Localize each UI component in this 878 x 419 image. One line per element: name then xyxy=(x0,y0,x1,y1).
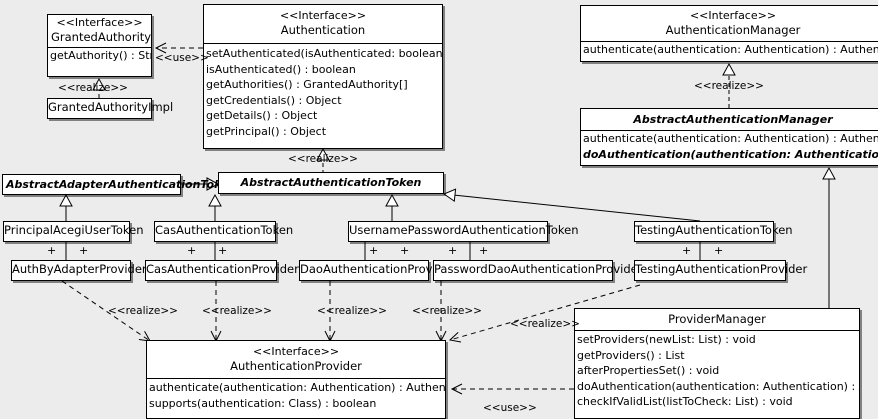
class-header: <<Interface>> Authentication xyxy=(204,5,442,44)
stereotype-label: <<Interface>> xyxy=(252,345,340,358)
edge-label-use-provider-manager: <<use>> xyxy=(483,402,537,414)
association-multiplicity: + xyxy=(400,244,410,257)
class-name-label: CasAuthenticationToken xyxy=(155,223,294,237)
class-name-label: AbstractAdapterAuthenticationToken xyxy=(6,178,237,191)
edge-label-realize-abstract-authentication-token: <<realize>> xyxy=(288,153,358,165)
association-multiplicity: + xyxy=(479,244,489,257)
class-name-label: AbstractAuthenticationToken xyxy=(240,176,422,189)
stereotype-label: <<Interface>> xyxy=(56,16,143,29)
class-principal-acegi-user-token[interactable]: PrincipalAcegiUserToken xyxy=(3,221,144,242)
operation-row: getAuthority() : String xyxy=(50,49,151,62)
class-testing-authentication-provider[interactable]: TestingAuthenticationProvider xyxy=(634,260,808,281)
operation-row: setProviders(newList: List) : void xyxy=(577,333,756,346)
stereotype-label: <<Interface>> xyxy=(279,9,367,22)
operations-compartment: setProviders(newList: List) : void getPr… xyxy=(575,331,859,410)
class-name-label: AuthByAdapterProvider xyxy=(12,262,147,276)
association-multiplicity: + xyxy=(47,244,57,257)
class-name-label: TestingAuthenticationToken xyxy=(635,223,793,237)
class-cas-authentication-provider[interactable]: CasAuthenticationProvider xyxy=(145,260,299,281)
association-multiplicity: + xyxy=(448,244,458,257)
class-granted-authority[interactable]: <<Interface>> GrantedAuthority getAuthor… xyxy=(47,14,152,77)
edge-label-realize-abstract-authentication-manager: <<realize>> xyxy=(694,80,764,92)
operation-row: authenticate(authentication: Authenticat… xyxy=(583,132,878,145)
class-granted-authority-impl[interactable]: GrantedAuthorityImpl xyxy=(47,98,174,119)
class-name-label: DaoAuthenticationProvider xyxy=(300,262,455,276)
class-testing-authentication-token[interactable]: TestingAuthenticationToken xyxy=(634,221,793,242)
class-authentication[interactable]: <<Interface>> Authentication setAuthenti… xyxy=(203,4,443,149)
class-header: AbstractAuthenticationManager xyxy=(581,109,878,131)
operation-row: getAuthorities() : GrantedAuthority[] xyxy=(206,78,408,91)
edge-label-realize-dao: <<realize>> xyxy=(317,305,387,317)
class-name-label: Authentication xyxy=(280,23,366,37)
operations-compartment: authenticate(authentication: Authenticat… xyxy=(581,42,878,58)
edge-label-realize-testing: <<realize>> xyxy=(510,318,580,330)
operation-row: doAuthentication(authentication: Authent… xyxy=(577,379,859,393)
edge-label-realize-password-dao: <<realize>> xyxy=(412,305,482,317)
class-abstract-authentication-manager[interactable]: AbstractAuthenticationManager authentica… xyxy=(580,108,878,166)
operation-row: supports(authentication: Class) : boolea… xyxy=(149,396,377,410)
class-auth-by-adapter-provider[interactable]: AuthByAdapterProvider xyxy=(11,260,147,281)
class-name-label: TestingAuthenticationProvider xyxy=(635,262,808,276)
class-header: <<Interface>> GrantedAuthority xyxy=(48,15,151,48)
class-password-dao-authentication-provider[interactable]: PasswordDaoAuthenticationProvider xyxy=(433,260,643,281)
class-authentication-manager[interactable]: <<Interface>> AuthenticationManager auth… xyxy=(580,5,878,62)
operation-row: isAuthenticated() : boolean xyxy=(206,62,356,76)
edge-label-realize-auth-by-adapter: <<realize>> xyxy=(108,305,178,317)
operation-row: getDetails() : Object xyxy=(206,109,318,122)
class-name-label: AbstractAuthenticationManager xyxy=(633,113,833,126)
association-multiplicity: + xyxy=(218,244,228,257)
class-abstract-authentication-token[interactable]: AbstractAuthenticationToken xyxy=(218,172,444,194)
class-name-label: CasAuthenticationProvider xyxy=(146,262,299,276)
operations-compartment: getAuthority() : String xyxy=(48,48,151,64)
class-username-password-authentication-token[interactable]: UsernamePasswordAuthenticationToken xyxy=(348,221,579,242)
class-name-label: UsernamePasswordAuthenticationToken xyxy=(349,223,579,237)
operation-row: getPrincipal() : Object xyxy=(206,124,327,138)
edge-label-realize-granted-authority-impl: <<realize>> xyxy=(58,82,128,94)
operation-row: getProviders() : List xyxy=(577,348,685,362)
operation-row: checkIfValidList(listToCheck: List) : vo… xyxy=(577,395,793,408)
association-multiplicity: + xyxy=(682,244,692,257)
association-multiplicity: + xyxy=(187,244,197,257)
operation-row: setAuthenticated(isAuthenticated: boolea… xyxy=(206,47,442,60)
operations-compartment: authenticate(authentication: Authenticat… xyxy=(147,379,445,411)
class-name-label: GrantedAuthority xyxy=(51,30,152,44)
operation-row: getCredentials() : Object xyxy=(206,93,342,107)
class-dao-authentication-provider[interactable]: DaoAuthenticationProvider xyxy=(299,260,455,281)
class-name-label: PasswordDaoAuthenticationProvider xyxy=(434,262,643,276)
stereotype-label: <<Interface>> xyxy=(689,9,777,22)
edge-label-realize-cas: <<realize>> xyxy=(202,305,272,317)
class-abstract-adapter-authentication-token[interactable]: AbstractAdapterAuthenticationToken xyxy=(2,174,237,195)
edge-label-use-granted-authority: <<use>> xyxy=(155,52,209,64)
operation-row: afterPropertiesSet() : void xyxy=(577,364,720,377)
operation-row: authenticate(authentication: Authenticat… xyxy=(583,43,878,56)
operation-row: authenticate(authentication: Authenticat… xyxy=(149,381,445,394)
association-multiplicity: + xyxy=(714,244,724,257)
class-name-label: ProviderManager xyxy=(668,312,766,326)
operations-compartment: authenticate(authentication: Authenticat… xyxy=(581,131,878,162)
class-name-label: GrantedAuthorityImpl xyxy=(48,100,174,114)
association-multiplicity: + xyxy=(369,244,379,257)
class-authentication-provider[interactable]: <<Interface>> AuthenticationProvider aut… xyxy=(146,340,446,419)
class-provider-manager[interactable]: ProviderManager setProviders(newList: Li… xyxy=(574,308,860,419)
class-name-label: PrincipalAcegiUserToken xyxy=(4,223,144,237)
operations-compartment: setAuthenticated(isAuthenticated: boolea… xyxy=(204,44,442,139)
class-name-label: AuthenticationProvider xyxy=(230,359,362,373)
class-name-label: AuthenticationManager xyxy=(665,23,801,37)
class-header: <<Interface>> AuthenticationManager xyxy=(581,6,878,42)
operation-row: doAuthentication(authentication: Authent… xyxy=(583,147,878,161)
class-header: ProviderManager xyxy=(575,309,859,331)
association-multiplicity: + xyxy=(79,244,89,257)
class-cas-authentication-token[interactable]: CasAuthenticationToken xyxy=(154,221,294,242)
class-header: <<Interface>> AuthenticationProvider xyxy=(147,341,445,379)
